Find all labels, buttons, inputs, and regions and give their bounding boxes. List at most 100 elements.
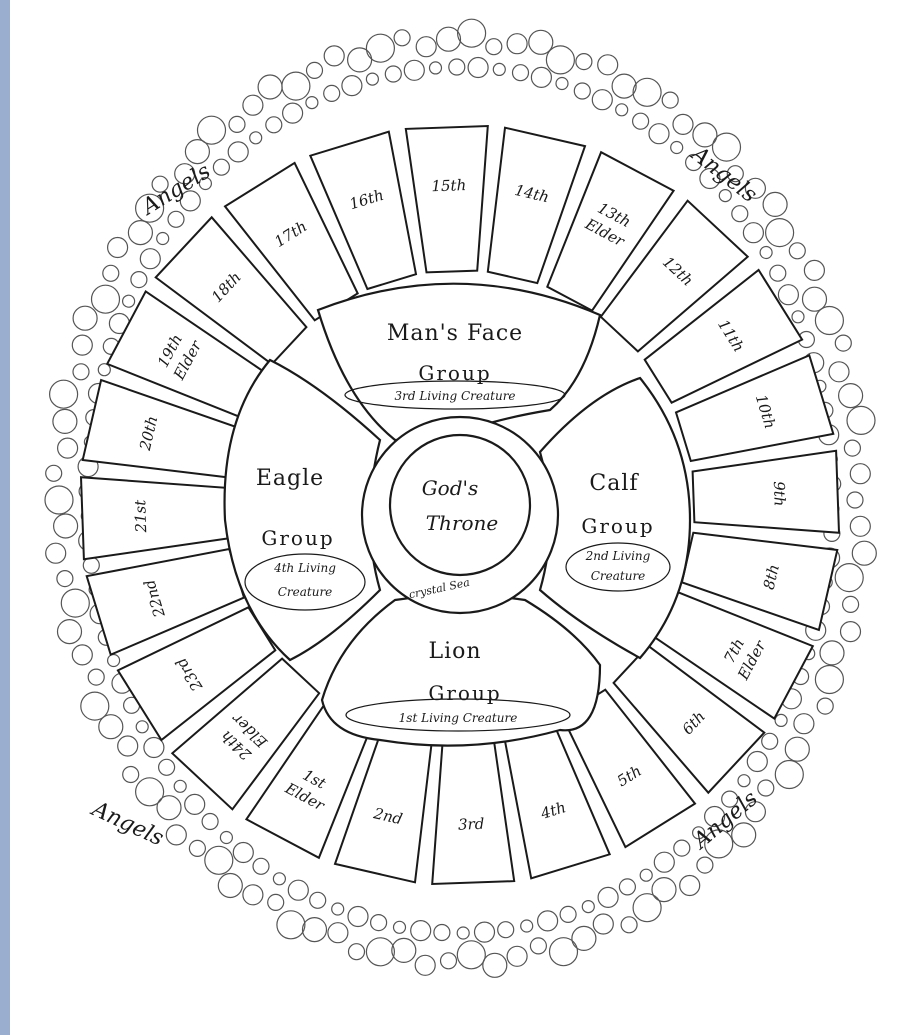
angel-cloud-loop xyxy=(762,733,778,749)
angel-cloud-loop xyxy=(324,46,344,66)
throne-circle xyxy=(390,435,530,575)
angel-cloud-loop xyxy=(415,955,435,975)
group-mans-face-name: Man's Face xyxy=(387,321,523,346)
angel-cloud-loop xyxy=(266,117,282,133)
angel-cloud-loop xyxy=(157,233,169,245)
angel-cloud-loop xyxy=(538,911,558,931)
angel-cloud-loop xyxy=(58,620,82,644)
elder-seat-3: 3rd xyxy=(432,738,514,884)
angel-cloud-loop xyxy=(392,938,416,962)
group-calf: Calf Group 2nd Living Creature xyxy=(540,378,690,658)
group-calf-word: Group xyxy=(581,514,654,538)
angel-cloud-loop xyxy=(612,74,636,98)
angel-cloud-loop xyxy=(498,922,514,938)
angel-cloud-loop xyxy=(332,903,344,915)
angel-cloud-loop xyxy=(98,364,110,376)
angel-cloud-loop xyxy=(250,132,262,144)
angel-cloud-loop xyxy=(738,775,750,787)
angel-cloud-loop xyxy=(218,874,242,898)
angel-cloud-loop xyxy=(576,54,592,70)
angel-cloud-loop xyxy=(654,852,674,872)
angel-cloud-loop xyxy=(157,796,181,820)
angel-cloud-loop xyxy=(45,486,73,514)
angel-cloud-loop xyxy=(829,362,849,382)
angel-cloud-loop xyxy=(582,901,594,913)
angel-cloud-loop xyxy=(349,944,365,960)
angel-cloud-loop xyxy=(57,571,73,587)
angel-cloud-loop xyxy=(794,714,814,734)
angel-cloud-loop xyxy=(633,78,661,106)
elder-seat-shape xyxy=(693,451,839,533)
angel-cloud-loop xyxy=(233,843,253,863)
angel-cloud-loop xyxy=(441,953,457,969)
angel-cloud-loop xyxy=(852,541,876,565)
angel-cloud-loop xyxy=(108,655,120,667)
group-eagle-word: Group xyxy=(261,526,334,550)
angel-cloud-loop xyxy=(633,894,661,922)
angel-cloud-loop xyxy=(775,714,787,726)
angel-cloud-loop xyxy=(198,116,226,144)
angel-cloud-loop xyxy=(54,514,78,538)
angel-cloud-loop xyxy=(366,938,394,966)
angel-cloud-loop xyxy=(652,878,676,902)
angel-cloud-loop xyxy=(81,692,109,720)
angel-cloud-loop xyxy=(58,438,78,458)
angel-cloud-loop xyxy=(189,840,205,856)
angel-cloud-loop xyxy=(73,364,89,380)
angel-cloud-loop xyxy=(649,124,669,144)
angel-cloud-loop xyxy=(674,840,690,856)
angel-cloud-loop xyxy=(123,767,139,783)
angel-cloud-loop xyxy=(616,104,628,116)
angel-cloud-loop xyxy=(593,914,613,934)
group-eagle-sub1: 4th Living xyxy=(273,561,336,575)
group-calf-name: Calf xyxy=(589,471,639,496)
angel-cloud-loop xyxy=(835,564,863,592)
angel-cloud-loop xyxy=(449,59,465,75)
angel-cloud-loop xyxy=(778,285,798,305)
angel-cloud-loop xyxy=(792,311,804,323)
angel-cloud-loop xyxy=(804,260,824,280)
angel-cloud-loop xyxy=(574,83,590,99)
angel-cloud-loop xyxy=(136,721,148,733)
angel-cloud-loop xyxy=(46,465,62,481)
angel-cloud-loop xyxy=(847,406,875,434)
angel-cloud-loop xyxy=(843,596,859,612)
angel-cloud-loop xyxy=(785,737,809,761)
group-lion-word: Group xyxy=(428,681,501,705)
angel-cloud-loop xyxy=(763,192,787,216)
angel-cloud-loop xyxy=(342,76,362,96)
angel-cloud-loop xyxy=(307,62,323,78)
angel-cloud-loop xyxy=(844,440,860,456)
angel-cloud-loop xyxy=(815,666,843,694)
angel-cloud-loop xyxy=(243,885,263,905)
angel-cloud-loop xyxy=(220,832,232,844)
angel-cloud-loop xyxy=(166,825,186,845)
angel-cloud-loop xyxy=(88,669,104,685)
angel-cloud-loop xyxy=(850,464,870,484)
angel-cloud-loop xyxy=(820,641,844,665)
group-calf-sub1: 2nd Living xyxy=(585,549,651,563)
angel-cloud-loop xyxy=(228,142,248,162)
angel-cloud-loop xyxy=(680,876,700,896)
angel-cloud-loop xyxy=(168,211,184,227)
elder-seat-9: 9th xyxy=(693,451,839,533)
angel-cloud-loop xyxy=(404,60,424,80)
angel-cloud-loop xyxy=(136,778,164,806)
angel-cloud-loop xyxy=(847,492,863,508)
angel-cloud-loop xyxy=(258,75,282,99)
angel-cloud-loop xyxy=(213,159,229,175)
angel-cloud-loop xyxy=(72,645,92,665)
angel-cloud-loop xyxy=(598,887,618,907)
angel-cloud-loop xyxy=(185,794,205,814)
angel-cloud-loop xyxy=(328,923,348,943)
elder-seat-shape xyxy=(432,738,514,884)
angel-cloud-loop xyxy=(493,63,505,75)
angel-cloud-loop xyxy=(394,921,406,933)
angel-cloud-loop xyxy=(835,335,851,351)
angel-cloud-loop xyxy=(348,48,372,72)
angel-cloud-loop xyxy=(324,85,340,101)
angel-cloud-loop xyxy=(46,543,66,563)
angel-cloud-loop xyxy=(229,116,245,132)
group-lion-name: Lion xyxy=(428,639,481,664)
angel-cloud-loop xyxy=(283,103,303,123)
